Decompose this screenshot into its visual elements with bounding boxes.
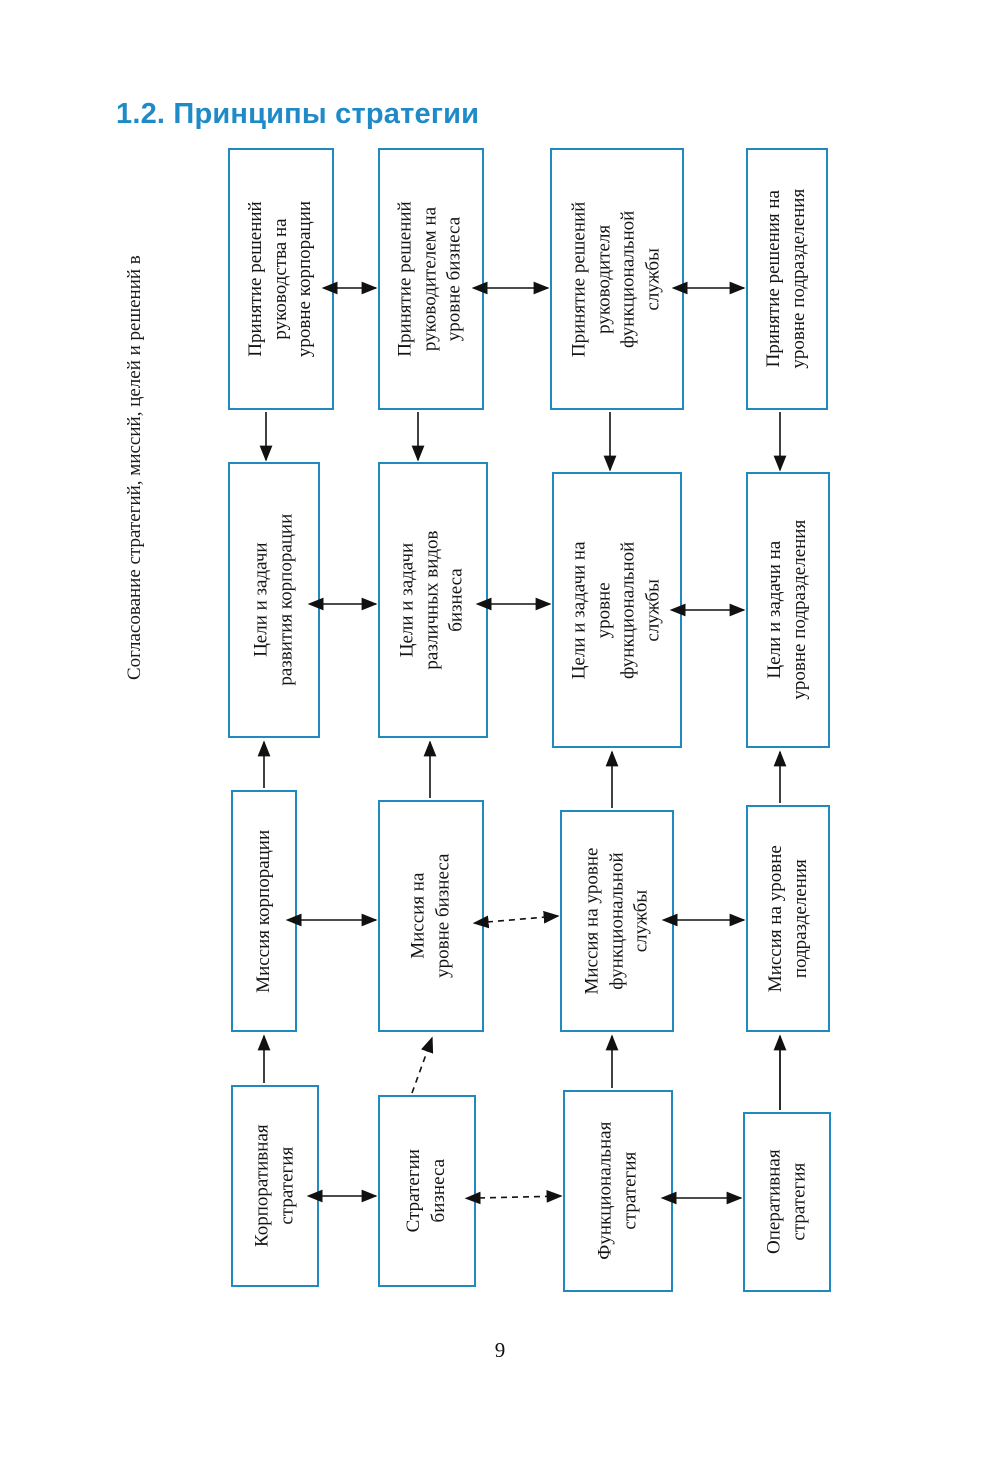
node-m3: Миссия на уровне функциональной службы [560,810,674,1032]
node-m4: Миссия на уровне подразделения [746,805,830,1032]
node-s4: Оперативная стратегия [743,1112,831,1292]
node-s3: Функциональная стратегия [563,1090,673,1292]
node-g1: Цели и задачи развития корпорации [228,462,320,738]
node-m2: Миссия на уровне бизнеса [378,800,484,1032]
page-title: 1.2. Принципы стратегии [116,98,480,130]
arrow-m2-m3 [472,910,560,929]
node-g2: Цели и задачи различных видов бизнеса [378,462,488,738]
arrow-s2-s3 [464,1189,563,1205]
node-d3: Принятие решений руководителя функционал… [550,148,684,410]
node-d4: Принятие решения на уровне подразделения [746,148,828,410]
node-s1: Корпоративная стратегия [231,1085,319,1287]
node-d2: Принятие решений руководителем на уровне… [378,148,484,410]
node-d1: Принятие решений руководства на уровне к… [228,148,334,410]
node-m1: Миссия корпорации [231,790,297,1032]
arrow-s2-m2 [411,1036,434,1094]
page-number: 9 [494,1338,506,1362]
node-s2: Стратегии бизнеса [378,1095,476,1287]
node-g4: Цели и задачи на уровне подразделения [746,472,830,748]
